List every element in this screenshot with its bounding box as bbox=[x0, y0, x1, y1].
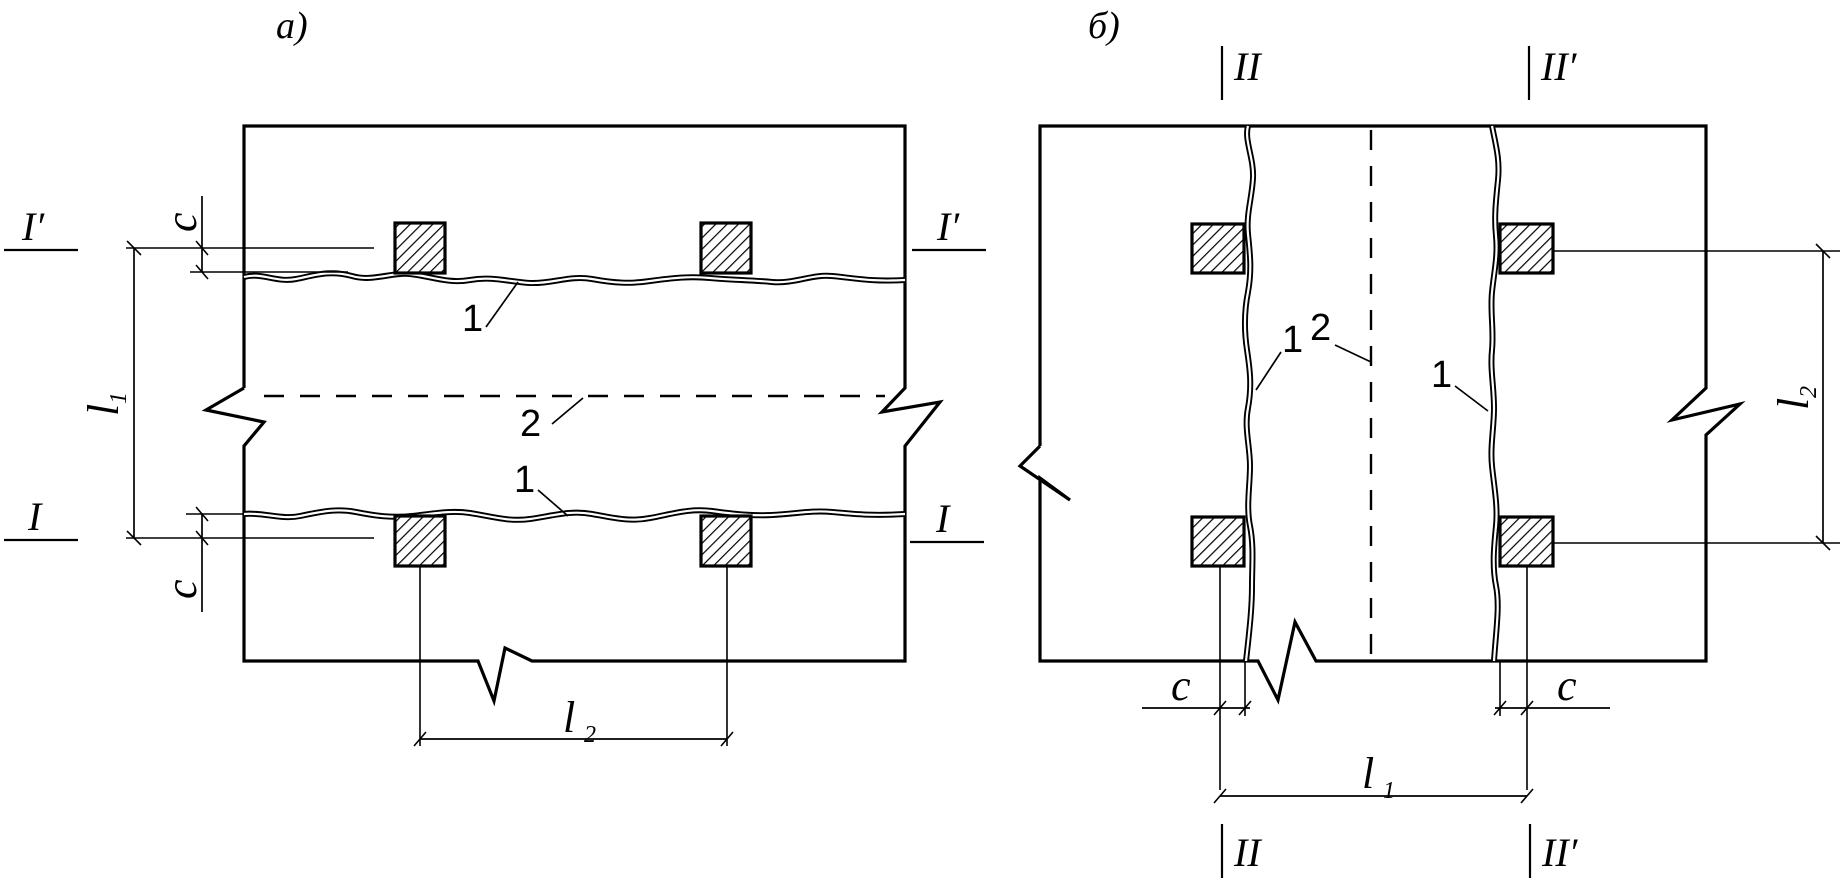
panel-a-crack-bottom bbox=[243, 507, 906, 523]
panel-a-dim-l2-letter: l bbox=[563, 693, 575, 742]
panel-b-column-bottom-right bbox=[1498, 515, 1555, 568]
panel-b-column-top-left bbox=[1190, 222, 1246, 275]
panel-a-column-top-left bbox=[393, 221, 447, 275]
panel-b-dim-c-right-label: c bbox=[1557, 661, 1577, 710]
panel-a-dim-l2: l 2 bbox=[413, 566, 734, 748]
panel-b-callout-2-leader bbox=[1334, 344, 1372, 363]
panel-a-section-top-right-label: I′ bbox=[936, 204, 960, 249]
panel-b-column-bottom-left bbox=[1190, 515, 1246, 568]
panel-a: а) I′ I′ I I bbox=[4, 5, 986, 748]
panel-b: б) II II′ II II′ bbox=[1017, 5, 1840, 878]
panel-b-callout-2: 2 bbox=[1310, 307, 1331, 349]
panel-b-dim-c-left: c bbox=[1142, 566, 1252, 790]
panel-b-column-top-right bbox=[1498, 222, 1555, 275]
panel-b-dim-l1-letter: l bbox=[1362, 749, 1374, 798]
panel-a-dim-c-bottom-label: c bbox=[157, 579, 206, 599]
panel-b-dim-c-right: c bbox=[1493, 566, 1610, 790]
panel-b-slab-outline bbox=[1017, 124, 1746, 705]
panel-a-section-top-left-label: I′ bbox=[21, 204, 45, 249]
panel-b-callout-1-left-leader bbox=[1255, 351, 1282, 391]
panel-b-label: б) bbox=[1088, 5, 1120, 47]
panel-a-label: а) bbox=[276, 5, 308, 47]
panel-a-dim-l1: l 1 bbox=[79, 240, 374, 546]
panel-a-column-top-right bbox=[699, 221, 753, 275]
panel-a-callout-2-leader bbox=[551, 397, 584, 425]
panel-b-crack-left bbox=[1241, 125, 1257, 662]
panel-b-dim-c-left-label: c bbox=[1171, 661, 1191, 710]
panel-b-dim-l2: l 2 bbox=[1553, 243, 1840, 551]
panel-b-section-bottom-right-label: II′ bbox=[1541, 830, 1579, 875]
panel-a-column-bottom-left bbox=[393, 514, 447, 568]
panel-b-section-top-left-label: II bbox=[1233, 44, 1262, 89]
panel-b-callout-1-right-leader bbox=[1454, 385, 1489, 412]
panel-b-dim-l2-letter: l bbox=[1769, 398, 1818, 410]
panel-a-section-bottom-left-label: I bbox=[27, 494, 43, 539]
panel-b-dim-l1-sub: 1 bbox=[1383, 778, 1395, 804]
panel-b-section-bottom-left-label: II bbox=[1233, 830, 1262, 875]
panel-a-crack-top bbox=[243, 270, 906, 287]
panel-b-dim-l1: l 1 bbox=[1213, 749, 1534, 804]
panel-a-callout-1-bottom-leader bbox=[537, 489, 569, 517]
panel-a-callout-1-bottom: 1 bbox=[514, 459, 535, 501]
panel-a-dim-c-bottom: c bbox=[157, 506, 244, 612]
panel-a-column-bottom-right bbox=[699, 514, 753, 568]
panel-a-callout-1-top: 1 bbox=[462, 298, 483, 340]
panel-a-callout-1-top-leader bbox=[485, 281, 519, 328]
panel-b-section-top-right-label: II′ bbox=[1540, 44, 1578, 89]
panel-b-dim-l2-sub: 2 bbox=[1796, 386, 1822, 398]
panel-a-dim-l1-letter: l bbox=[79, 404, 128, 416]
panel-b-callout-1-right: 1 bbox=[1431, 354, 1452, 396]
panel-a-dim-l2-sub: 2 bbox=[584, 722, 596, 748]
panel-a-dim-c-top: c bbox=[157, 196, 348, 280]
panel-a-slab-outline bbox=[201, 124, 944, 707]
panel-b-callout-1-left: 1 bbox=[1282, 319, 1303, 361]
panel-a-callout-2: 2 bbox=[520, 403, 541, 445]
panel-b-crack-right bbox=[1488, 125, 1502, 662]
panel-a-dim-c-top-label: c bbox=[157, 212, 206, 232]
panel-a-section-bottom-right-label: I bbox=[935, 496, 951, 541]
panel-a-dim-l1-sub: 1 bbox=[106, 392, 132, 404]
